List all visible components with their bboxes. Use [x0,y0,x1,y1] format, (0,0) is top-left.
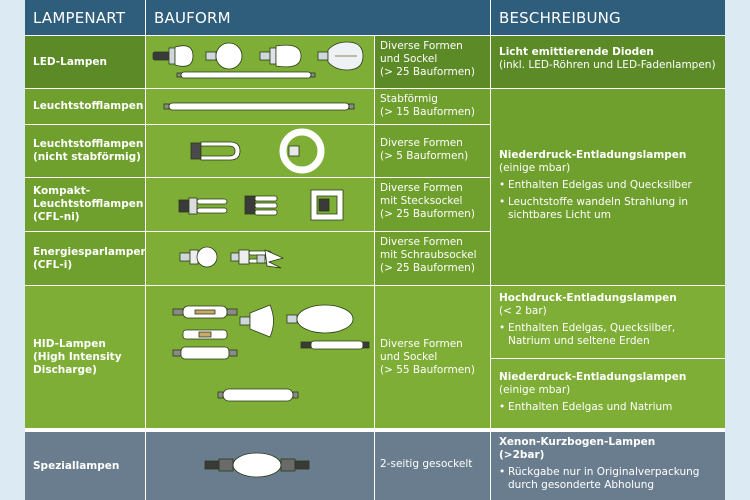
spezial-desc-sub: (>2bar) [499,449,545,461]
spezial-desc-bullet: Rückgabe nur in Originalverpackung durch… [499,466,717,492]
leucht-ns-name-line1: Leuchtstofflampen [33,138,144,150]
row-led-desc: Licht emittierende Dioden (inkl. LED-Röh… [491,36,725,88]
hid-linear-icon [300,340,370,350]
cfl-ni-bauform-line1: Diverse Formen [380,182,463,194]
hochdruck-title: Hochdruck-Entladungslampen [499,292,677,304]
led-bauform-line1: Diverse Formen [380,40,463,52]
led-desc-text: (inkl. LED-Röhren und LED-Fadenlampen) [499,59,716,71]
row-spezial-name: Speziallampen [25,432,145,500]
niederdruck-group-bullet1: Enthalten Edelgas und Quecksilber [499,179,717,192]
header-beschreibung: BESCHREIBUNG [491,0,725,35]
cfl-square-icon [310,189,344,221]
cfl-i-name-line1: Energiesparlampen [33,245,145,258]
led-bauform-line2: und Sockel [380,53,438,65]
hid-niederdruck-sub: (einige mbar) [499,384,571,396]
led-tube-icon [176,71,316,79]
leucht-name-label: Leuchtstofflampen [33,100,144,112]
header-col4-label: BESCHREIBUNG [499,8,621,27]
hid-niederdruck-bullet: Enthalten Edelgas und Natrium [499,401,717,414]
cfl-i-bauform-line2: mit Schraubsockel [380,249,477,261]
cfl-ni-name-line3: (CFL-ni) [33,211,80,223]
niederdruck-group-bullet2: Leuchtstoffe wandeln Strahlung in sichtb… [499,196,717,222]
niederdruck-group-title: Niederdruck-Entladungslampen [499,149,687,161]
leucht-bauform-line1: Stabförmig [380,93,438,105]
spezial-desc-title: Xenon-Kurzbogen-Lampen [499,436,656,448]
header-col2-label: BAUFORM [154,8,231,27]
leucht-ns-name-line2: (nicht stabförmig) [33,151,141,163]
cfl-stick-icon [178,197,228,215]
led-desc-title: Licht emittierende Dioden [499,46,654,58]
leucht-ns-bauform-line1: Diverse Formen [380,137,463,149]
hochdruck-sub: (< 2 bar) [499,305,547,317]
leucht-ns-bauform-line2: (> 5 Bauformen) [380,150,469,162]
cfl-spiral-icon [256,249,285,269]
header-bauform: BAUFORM [146,0,490,35]
hid-bauform-line1: Diverse Formen [380,338,463,350]
led-bauform-line3: (> 25 Bauformen) [380,66,475,78]
row-leucht-name: Leuchtstofflampen [25,89,145,124]
cfl-i-bauform-line3: (> 25 Bauformen) [380,262,475,274]
hid-bauform-line3: (> 55 Bauformen) [380,364,475,376]
spezial-bauform-text: 2-seitig gesockelt [380,458,473,470]
cfl-ni-bauform-line3: (> 25 Bauformen) [380,208,475,220]
hid-name-line3: Discharge) [33,363,97,376]
row-leucht-ns-images [146,125,374,177]
row-leucht-ns-bauform: Diverse Formen(> 5 Bauformen) [375,125,490,177]
led-filament-icon [317,41,364,71]
hid-ovoid-icon [286,304,354,334]
niederdruck-group-sub: (einige mbar) [499,162,571,174]
cfl-quad-icon [244,195,278,216]
led-a-bulb-icon [259,44,302,68]
circular-tube-icon [279,128,325,174]
row-cfl-ni-name: Kompakt-Leuchtstofflampen(CFL-ni) [25,178,145,231]
fluorescent-tube-icon [163,102,355,111]
row-spezial-bauform: 2-seitig gesockelt [375,432,490,500]
hochdruck-bullet: Enthalten Edelgas, Quecksilber, Natrium … [499,322,717,348]
hid-double-ended-icon [172,346,238,360]
xenon-lamp-icon [204,452,310,478]
led-bulb-icon [152,45,194,67]
lamp-table: LAMPENART BAUFORM BESCHREIBUNG LED-Lampe… [25,0,725,500]
hid-sodium-tube-icon [217,388,299,402]
hid-bauform-line2: und Sockel [380,351,438,363]
row-led-name: LED-Lampen [25,36,145,88]
row-leucht-bauform: Stabförmig(> 15 Bauformen) [375,89,490,124]
u-shaped-tube-icon [190,141,241,161]
cfl-globe-icon [179,246,218,268]
row-hid-hochdruck-desc: Hochdruck-Entladungslampen (< 2 bar) Ent… [491,286,725,358]
row-leucht-ns-name: Leuchtstofflampen(nicht stabförmig) [25,125,145,177]
row-spezial-desc: Xenon-Kurzbogen-Lampen (>2bar) Rückgabe … [491,432,725,500]
cfl-i-bauform-line1: Diverse Formen [380,236,463,248]
hid-small-tube-icon [182,329,228,340]
header-col1-label: LAMPENART [33,8,126,27]
niederdruck-group-desc: Niederdruck-Entladungslampen (einige mba… [491,89,725,285]
leucht-bauform-line2: (> 15 Bauformen) [380,106,475,118]
led-name-label: LED-Lampen [33,55,107,68]
cfl-ni-bauform-line2: mit Stecksockel [380,195,463,207]
hid-niederdruck-title: Niederdruck-Entladungslampen [499,371,687,383]
hid-name-line2: (High Intensity [33,350,122,363]
lamp-illustrations [152,41,370,478]
row-cfl-i-name: Energiesparlampen(CFL-i) [25,232,145,285]
hid-name-line1: HID-Lampen [33,337,106,350]
cfl-ni-name-line1: Kompakt- [33,185,91,197]
row-hid-niederdruck-desc: Niederdruck-Entladungslampen (einige mba… [491,359,725,428]
header-lampenart: LAMPENART [25,0,145,35]
hid-metal-halide-icon [172,305,238,319]
cfl-ni-name-line2: Leuchtstofflampen [33,198,144,210]
hid-reflector-icon [239,304,274,338]
led-globe-icon [205,42,243,70]
spezial-name-label: Speziallampen [33,459,120,472]
cfl-i-name-line2: (CFL-i) [33,258,73,271]
